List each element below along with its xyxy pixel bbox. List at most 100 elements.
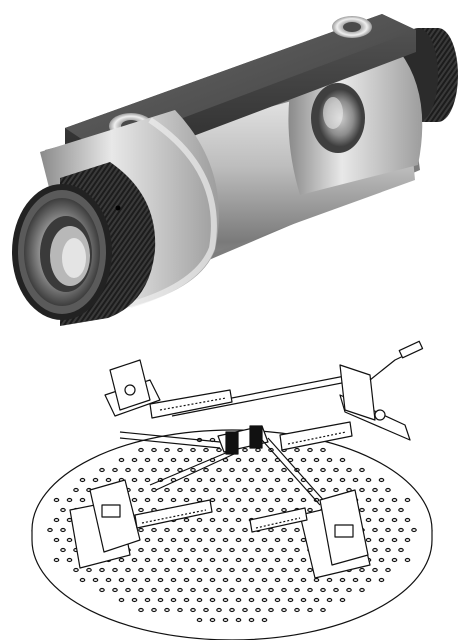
table-hole [229, 527, 235, 533]
table-hole [281, 567, 287, 573]
table-hole [248, 477, 255, 483]
table-hole [216, 507, 222, 513]
table-hole [287, 597, 294, 603]
table-hole [294, 447, 300, 453]
table-hole [203, 567, 209, 573]
table-hole [151, 587, 157, 593]
table-hole [248, 537, 255, 543]
table-hole [229, 607, 235, 613]
table-hole [177, 487, 183, 493]
table-hole [287, 497, 294, 503]
table-hole [47, 527, 53, 533]
table-hole [157, 497, 164, 503]
table-hole [138, 467, 144, 473]
table-hole [235, 497, 242, 503]
table-hole [313, 477, 320, 483]
table-hole [261, 557, 268, 563]
table-hole [216, 487, 222, 493]
table-hole [131, 557, 138, 563]
table-hole [404, 497, 411, 503]
table-hole [170, 577, 177, 583]
table-hole [385, 547, 391, 553]
table-hole [248, 557, 255, 563]
table-hole [365, 577, 372, 583]
table-hole [66, 557, 73, 563]
clamp-unit-back-left [104, 359, 233, 419]
table-hole [60, 507, 66, 513]
table-hole [164, 447, 170, 453]
table-hole [326, 597, 333, 603]
table-hole [183, 597, 190, 603]
table-hole [320, 467, 326, 473]
table-hole [222, 497, 229, 503]
table-hole [131, 497, 138, 503]
table-hole [138, 487, 144, 493]
table-hole [196, 557, 203, 563]
table-hole [183, 477, 190, 483]
table-hole [365, 477, 372, 483]
table-hole [190, 447, 196, 453]
table-hole [365, 497, 372, 503]
table-hole [268, 527, 274, 533]
table-hole [118, 597, 125, 603]
table-hole [196, 477, 203, 483]
table-hole [118, 557, 125, 563]
table-hole [391, 537, 398, 543]
table-hole [294, 527, 300, 533]
table-hole [385, 567, 391, 573]
table-hole [255, 547, 261, 553]
table-hole [229, 507, 235, 513]
table-hole [79, 477, 86, 483]
table-hole [385, 527, 391, 533]
table-hole [183, 497, 190, 503]
table-hole [255, 487, 261, 493]
table-hole [203, 467, 209, 473]
table-hole [99, 567, 105, 573]
table-hole [229, 467, 235, 473]
table-hole [255, 567, 261, 573]
table-hole [261, 577, 268, 583]
table-hole [281, 487, 287, 493]
table-hole [131, 597, 138, 603]
table-hole [268, 487, 274, 493]
table-hole [235, 517, 242, 523]
table-hole [151, 607, 157, 613]
connector-photo [12, 14, 458, 326]
table-hole [248, 597, 255, 603]
table-hole [157, 597, 164, 603]
table-hole [125, 467, 131, 473]
table-hole [105, 577, 112, 583]
table-hole [352, 577, 359, 583]
table-hole [66, 537, 73, 543]
table-hole [190, 587, 196, 593]
table-hole [326, 477, 333, 483]
table-hole [157, 457, 164, 463]
table-hole [53, 497, 60, 503]
table-hole [170, 457, 177, 463]
table-hole [372, 487, 378, 493]
table-hole [73, 487, 79, 493]
table-hole [339, 477, 346, 483]
fixture-table-drawing [31, 340, 433, 640]
table-hole [229, 487, 235, 493]
table-hole [281, 527, 287, 533]
table-hole [190, 527, 196, 533]
table-hole [151, 467, 157, 473]
table-hole [138, 527, 144, 533]
table-hole [274, 557, 281, 563]
table-hole [372, 527, 378, 533]
table-hole [274, 477, 281, 483]
table-hole [333, 467, 339, 473]
table-hole [229, 547, 235, 553]
rear-cylinder-block [288, 52, 423, 195]
table-hole [157, 557, 164, 563]
table-hole [300, 557, 307, 563]
table-hole [255, 587, 261, 593]
table-hole [144, 597, 151, 603]
table-hole [307, 607, 313, 613]
table-hole [170, 537, 177, 543]
table-hole [281, 507, 287, 513]
table-hole [157, 577, 164, 583]
table-hole [339, 457, 346, 463]
table-hole [144, 537, 151, 543]
